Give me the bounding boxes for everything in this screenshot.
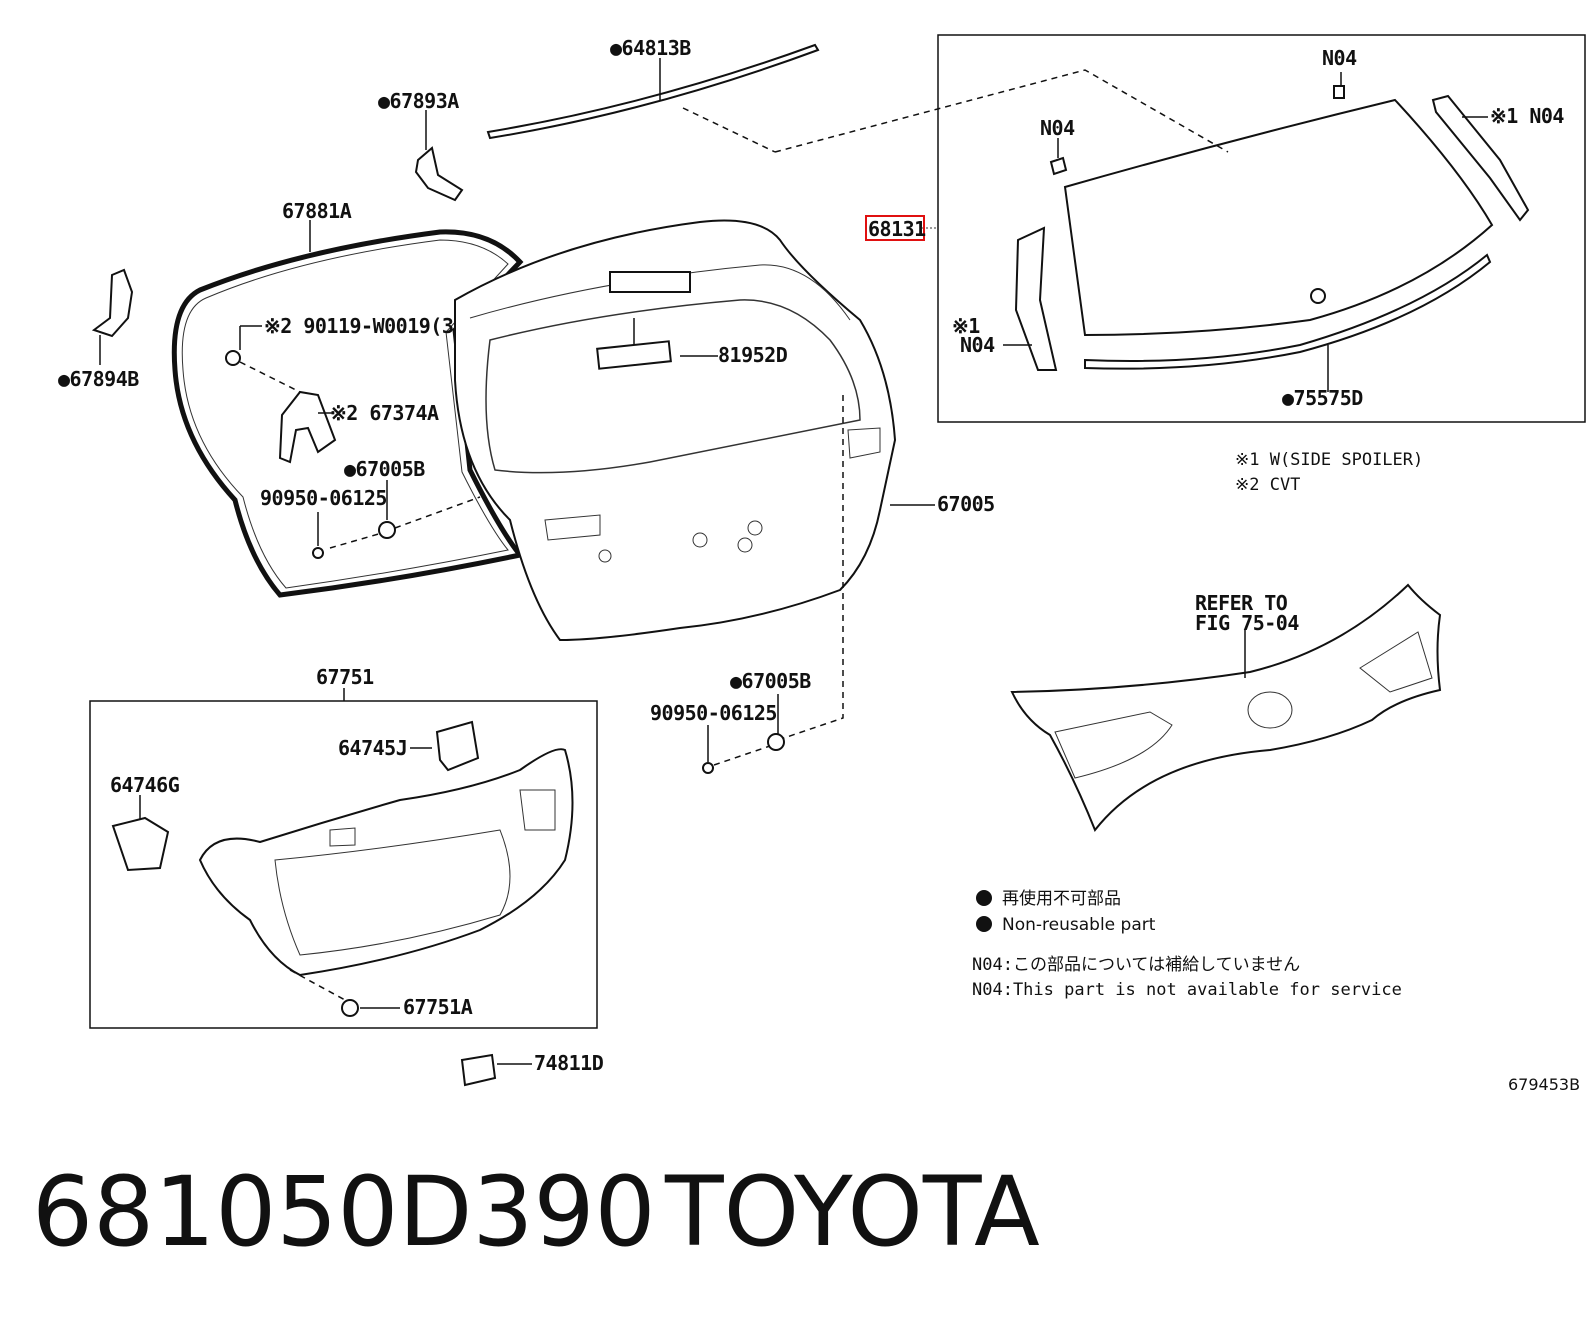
legend-jp-nonreuse: 再使用不可部品 xyxy=(1002,888,1121,909)
label-refer-1: REFER TO xyxy=(1195,591,1288,615)
figure-id: 679453B xyxy=(1508,1075,1580,1094)
label-67893A: ●67893A xyxy=(378,89,459,113)
weatherstrip xyxy=(171,229,525,598)
label-68131[interactable]: 68131 xyxy=(868,217,927,241)
label-67005: 67005 xyxy=(937,492,995,516)
side-spoiler-left xyxy=(1014,226,1058,371)
cap-90950-bot xyxy=(702,762,714,774)
high-mount-stop-lamp xyxy=(596,340,672,370)
bolt-90119 xyxy=(225,350,241,366)
label-64745J: 64745J xyxy=(338,736,407,760)
label-n04-lower-left-mark: ※1 xyxy=(952,314,980,338)
legend-dot-1 xyxy=(976,890,992,906)
clip-67751A xyxy=(341,999,359,1017)
legend-en-nonreuse: Non-reusable part xyxy=(1002,915,1156,935)
cap-74811D xyxy=(460,1053,497,1087)
footnote-1: ※1 W(SIDE SPOILER) xyxy=(1235,450,1423,470)
label-67005B-top: ●67005B xyxy=(344,457,425,481)
label-n04-top: N04 xyxy=(1322,46,1357,70)
side-spoiler-right xyxy=(1431,94,1530,222)
label-90950-top: 90950-06125 xyxy=(260,486,387,510)
footnote-2: ※2 CVT xyxy=(1235,475,1300,495)
clip-67005B-top xyxy=(378,521,396,539)
label-67751A: 67751A xyxy=(403,995,473,1019)
glass-molding xyxy=(1084,253,1492,370)
label-64746G: 64746G xyxy=(110,773,180,797)
n04-clip-top xyxy=(1333,85,1345,99)
label-67881A: 67881A xyxy=(282,199,352,223)
label-n04-lower-left: N04 xyxy=(960,333,995,357)
glass-hole xyxy=(1310,288,1326,304)
n04-clip-left xyxy=(1049,156,1068,176)
label-64813B: ●64813B xyxy=(610,36,691,60)
label-81952D: 81952D xyxy=(718,343,788,367)
label-refer-2: FIG 75-04 xyxy=(1195,611,1299,635)
rear-glass xyxy=(1063,98,1494,337)
label-90950-bot: 90950-06125 xyxy=(650,701,777,725)
label-n04-left: N04 xyxy=(1040,116,1075,140)
legend-jp-n04: N04:この部品については補給していません xyxy=(972,955,1300,975)
door-window-opening xyxy=(485,299,861,474)
door-trim-board xyxy=(198,748,574,977)
back-door-panel[interactable] xyxy=(454,219,897,642)
label-74811D: 74811D xyxy=(534,1051,604,1075)
cover-64745J xyxy=(435,720,480,772)
cap-90950-top xyxy=(312,547,324,559)
legend-en-n04: N04:This part is not available for servi… xyxy=(972,980,1402,1000)
glass-detail-box xyxy=(937,34,1586,423)
clip-67005B-bot xyxy=(767,733,785,751)
label-n04-right: ※1 N04 xyxy=(1490,104,1564,128)
label-67374A: ※2 67374A xyxy=(330,401,439,425)
hinge-67894B xyxy=(91,268,134,338)
bracket-67374A xyxy=(278,390,337,464)
highlight-68131 xyxy=(865,215,925,241)
label-67894B: ●67894B xyxy=(58,367,139,391)
part-number: 681050D390 xyxy=(32,1156,656,1268)
rear-spoiler-refer xyxy=(1010,583,1442,832)
label-90119: ※2 90119-W0019(3) xyxy=(264,314,465,338)
cover-64746G xyxy=(111,816,170,872)
hinge-67893A xyxy=(414,146,464,202)
brand-name: TOYOTA xyxy=(664,1156,1040,1268)
label-75575D: ●75575D xyxy=(1282,386,1363,410)
label-67751: 67751 xyxy=(316,665,374,689)
upper-molding-strip xyxy=(486,43,820,140)
label-67005B-bot: ●67005B xyxy=(730,669,811,693)
legend-dot-2 xyxy=(976,916,992,932)
